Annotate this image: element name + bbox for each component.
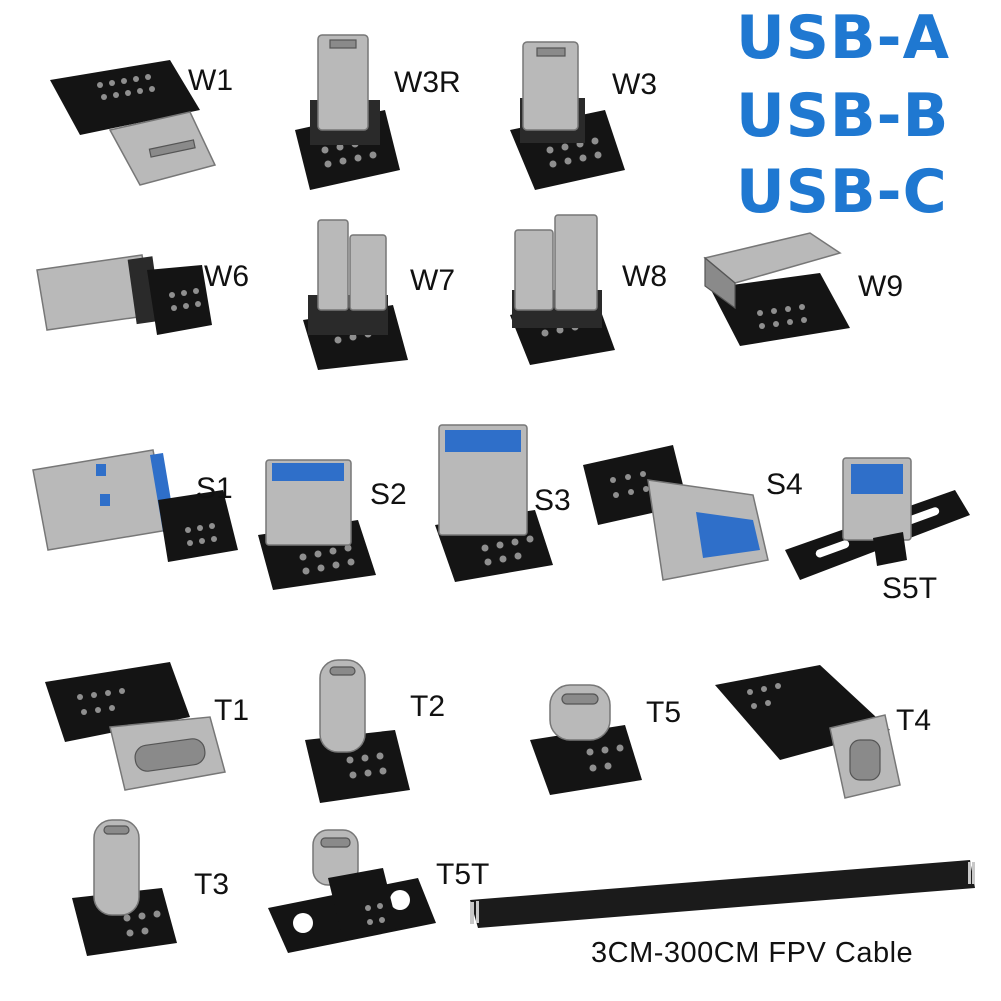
label-w6: W6	[204, 260, 249, 293]
label-w1: W1	[188, 64, 233, 97]
label-s4: S4	[766, 468, 803, 501]
w9-adapter-photo	[703, 232, 850, 346]
fpv-ribbon-cable-photo	[470, 860, 975, 928]
label-s5t: S5T	[882, 572, 938, 605]
label-t3: T3	[194, 868, 230, 901]
label-w8: W8	[622, 260, 667, 293]
label-s1: S1	[196, 472, 233, 505]
label-s3: S3	[534, 484, 571, 517]
t1-adapter-photo	[45, 662, 226, 791]
t5t-adapter-photo	[268, 829, 436, 953]
t5-adapter-photo	[530, 684, 642, 795]
t3-adapter-photo	[72, 819, 177, 956]
label-t5t: T5T	[436, 858, 490, 891]
t4-adapter-photo	[715, 665, 901, 799]
t2-adapter-photo	[305, 659, 410, 803]
label-t5: T5	[646, 696, 682, 729]
s3-adapter-photo	[435, 424, 553, 582]
label-t1: T1	[214, 694, 250, 727]
usb-c-heading: USB-C	[736, 157, 948, 227]
w3-adapter-photo	[510, 41, 625, 190]
usb-a-heading: USB-A	[736, 3, 951, 73]
w7-adapter-photo	[303, 219, 408, 370]
usb-b-heading: USB-B	[736, 81, 950, 151]
label-w3r: W3R	[394, 66, 461, 99]
w3r-adapter-photo	[295, 34, 400, 190]
label-w7: W7	[410, 264, 455, 297]
label-t2: T2	[410, 690, 446, 723]
s2-adapter-photo	[258, 459, 376, 590]
cable-caption: 3CM-300CM FPV Cable	[591, 937, 914, 969]
s5t-adapter-photo	[785, 457, 970, 580]
label-t4: T4	[896, 704, 932, 737]
label-w3: W3	[612, 68, 657, 101]
w8-adapter-photo	[510, 214, 615, 365]
w6-adapter-photo	[36, 254, 212, 335]
s4-adapter-photo	[583, 445, 769, 581]
w1-adapter-photo	[50, 60, 217, 186]
label-s2: S2	[370, 478, 407, 511]
s1-adapter-photo	[32, 449, 238, 562]
label-w9: W9	[858, 270, 903, 303]
